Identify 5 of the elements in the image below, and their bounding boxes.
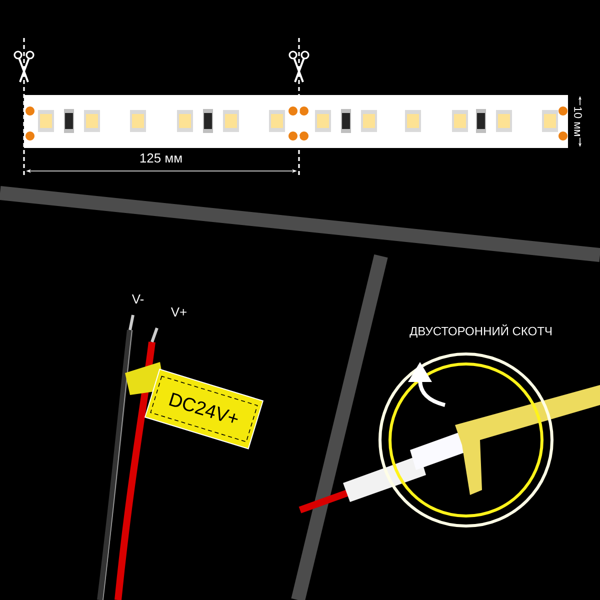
dimension-label: 10 мм bbox=[573, 105, 583, 138]
wire-label: V- bbox=[132, 294, 144, 304]
wire-label: V+ bbox=[170, 308, 186, 316]
dimension-label: 125 мм bbox=[140, 153, 182, 163]
caption-text: ДВУСТОРОННИЙ СКОТЧ bbox=[410, 324, 552, 338]
